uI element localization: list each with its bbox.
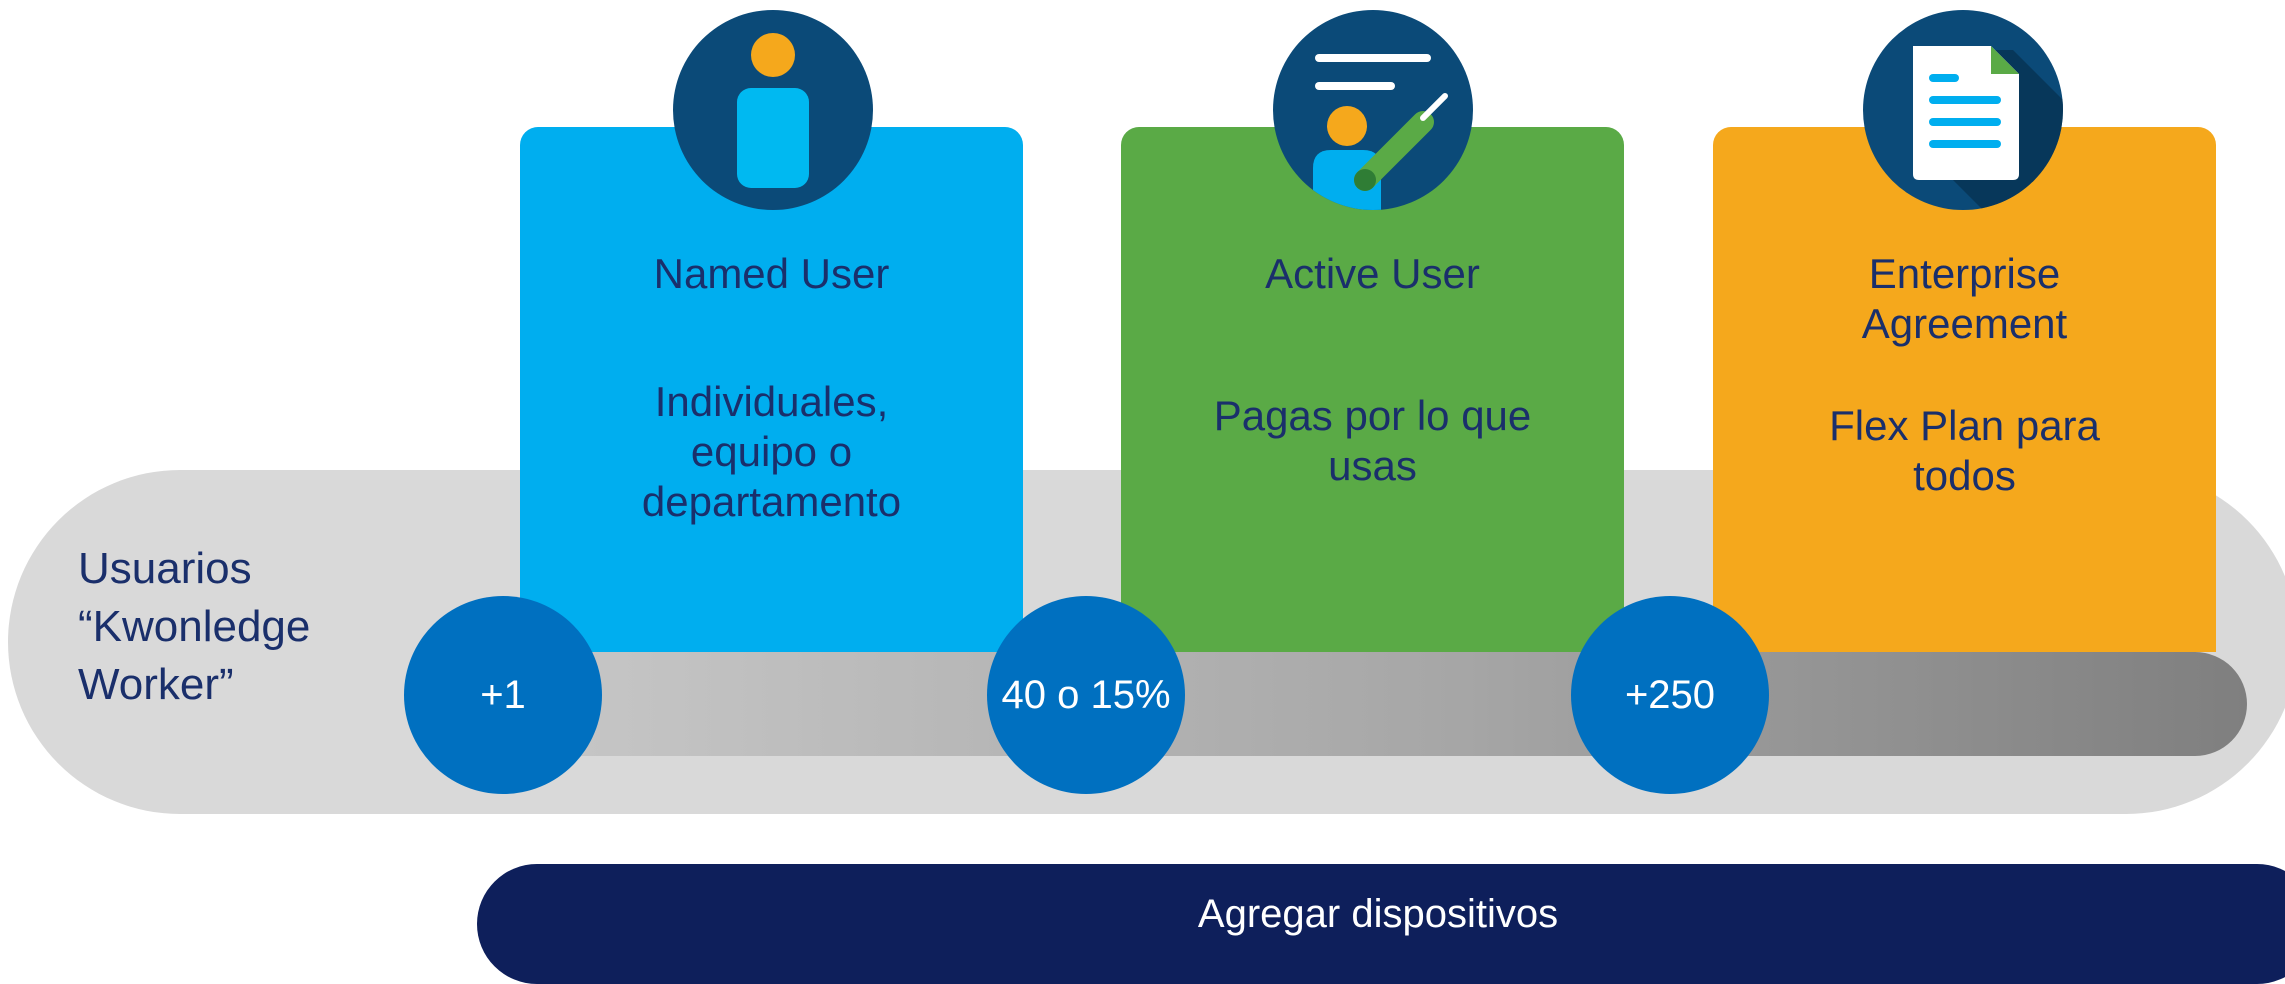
plan-description: Pagas por lo que usas <box>1213 392 1532 489</box>
document-icon <box>1863 10 2063 210</box>
plan-card-enterprise-agreement: Enterprise Agreement Flex Plan para todo… <box>1713 127 2216 652</box>
plan-card-named-user: Named User Individuales, equipo o depart… <box>520 127 1023 652</box>
plan-card-active-user: Active User Pagas por lo que usas <box>1121 127 1624 652</box>
plan-title: Named User <box>653 250 890 297</box>
knowledge-worker-label: Usuarios “Kwonledge Worker” <box>78 544 311 709</box>
count-badge-enterprise: +250 <box>1571 596 1769 794</box>
plan-description: Individuales, equipo o departamento <box>641 378 902 525</box>
scale-bar <box>500 652 2247 756</box>
plan-title: Active User <box>1265 250 1480 297</box>
plan-description: Flex Plan para todos <box>1829 402 2100 499</box>
count-badge-active-user: 40 o 15% <box>987 596 1185 794</box>
presenter-icon <box>1273 10 1473 210</box>
add-devices-label: Agregar dispositivos <box>1197 891 1559 936</box>
count-badge-named-user: +1 <box>404 596 602 794</box>
plan-title: Enterprise Agreement <box>1861 250 2068 347</box>
info-person-icon <box>673 10 873 210</box>
